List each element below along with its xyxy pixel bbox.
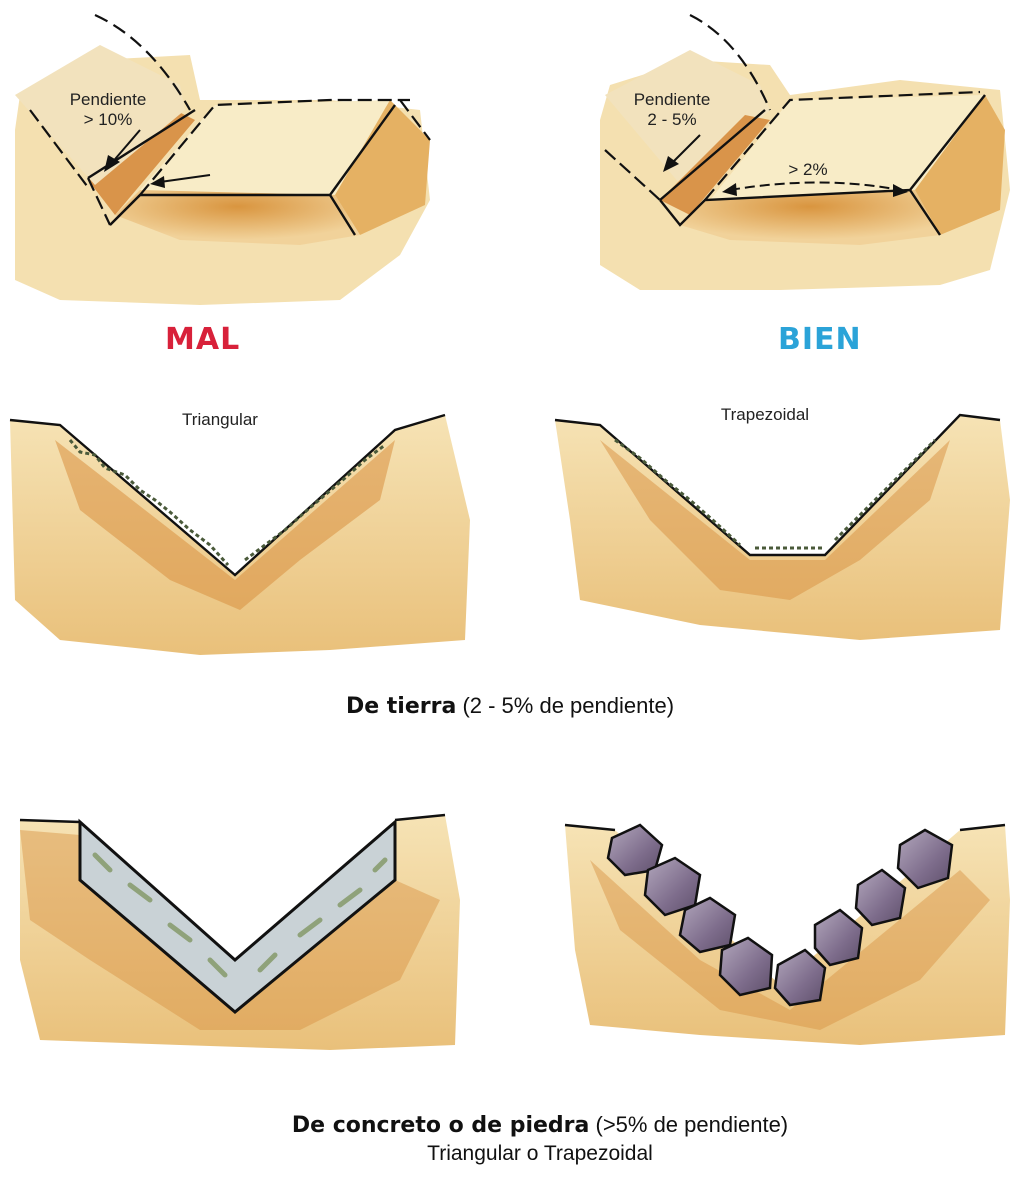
slope-value: 2 - 5% [612, 110, 732, 130]
verdict-good: BIEN [778, 322, 862, 357]
concrete-caption: De concreto o de piedra (>5% de pendient… [30, 1112, 1020, 1138]
ditch-gentle-diagram [600, 15, 1010, 290]
stone-ditch [565, 825, 1010, 1045]
triangular-earth-ditch [10, 415, 470, 655]
verdict-bad: MAL [165, 322, 240, 357]
ditch-steep-diagram [15, 15, 430, 305]
concrete-ditch [20, 815, 460, 1050]
concrete-caption-line2: Triangular o Trapezoidal [30, 1142, 1020, 1166]
stone [856, 870, 905, 925]
bed-slope-label: > 2% [778, 160, 838, 180]
slope-label-bad: Pendiente > 10% [48, 90, 168, 130]
earth-caption-rest: (2 - 5% de pendiente) [456, 693, 674, 718]
stone [815, 910, 862, 965]
concrete-caption-rest: (>5% de pendiente) [589, 1112, 788, 1137]
slope-label-good: Pendiente 2 - 5% [612, 90, 732, 130]
concrete-caption-bold: De concreto o de piedra [292, 1113, 590, 1138]
trapezoidal-earth-ditch [555, 415, 1010, 640]
ground-line [20, 815, 445, 822]
earth-caption: De tierra (2 - 5% de pendiente) [0, 693, 1020, 719]
slope-word: Pendiente [48, 90, 168, 110]
earth-caption-bold: De tierra [346, 694, 456, 719]
trapezoidal-label: Trapezoidal [700, 405, 830, 425]
slope-value: > 10% [48, 110, 168, 130]
slope-word: Pendiente [612, 90, 732, 110]
triangular-label: Triangular [160, 410, 280, 430]
